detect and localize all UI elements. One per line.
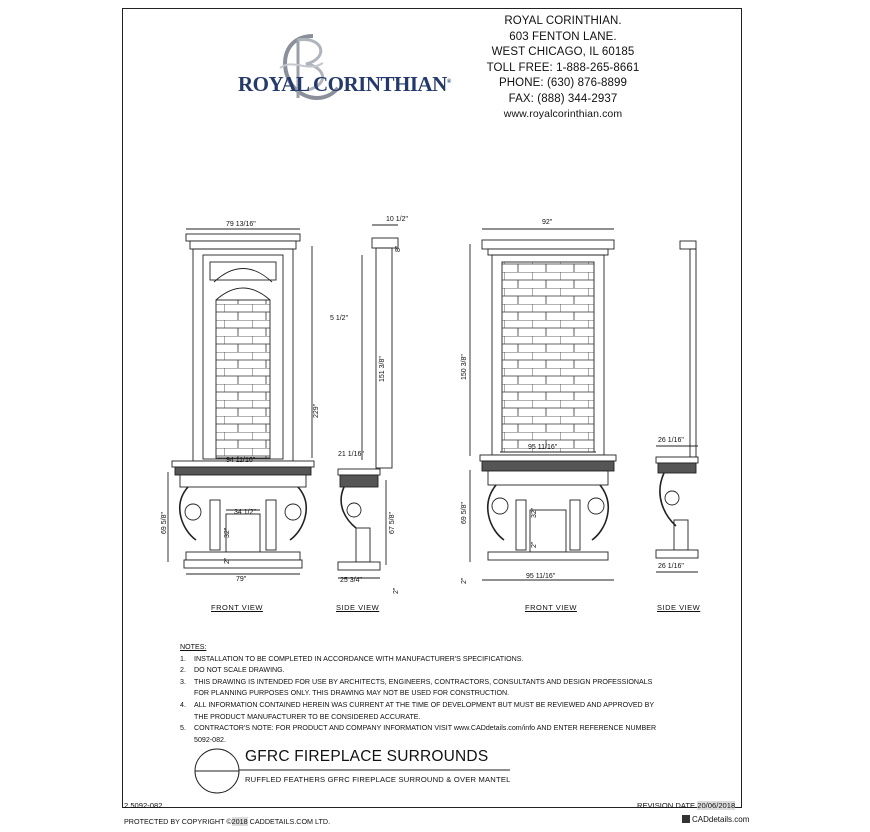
drawing-subtitle: RUFFLED FEATHERS GFRC FIREPLACE SURROUND… <box>245 775 511 784</box>
dim-v3-lower-height: 69 5/8" <box>461 502 468 524</box>
dim-v2-projection: 5 1/2" <box>330 315 349 322</box>
caddetails-logo-icon <box>682 815 690 823</box>
dim-v3-base-width: 95 11/16" <box>526 573 556 580</box>
dim-v2-base-height: 2" <box>393 587 400 594</box>
dim-v2-overmantel: 151 3/8" <box>379 356 386 382</box>
dim-v1-hearth: 2" <box>224 557 231 564</box>
notes-header: NOTES: <box>180 643 207 651</box>
notes-block: NOTES: 1.INSTALLATION TO BE COMPLETED IN… <box>180 642 660 746</box>
reference-number: 2 5092-082 <box>124 801 163 810</box>
logo-wordmark: ROYAL CORINTHIAN® <box>238 72 451 96</box>
technical-drawings: 79 13/16" 229" 94 11/16" 69 5/8" 34 1/2"… <box>161 216 699 594</box>
revision-date: REVISION DATE 20/06/2018 <box>637 801 736 810</box>
dim-v3-base-height: 2" <box>461 577 468 584</box>
dim-v1-height: 229" <box>313 403 320 418</box>
company-website: www.royalcorinthian.com <box>503 108 623 120</box>
label-front-view-2: FRONT VIEW <box>525 603 577 612</box>
dim-v1-top-width: 79 13/16" <box>226 221 256 228</box>
dim-v2-lower-height: 67 5/8" <box>389 512 396 534</box>
company-info: ROYAL CORINTHIAN. 603 FENTON LANE. WEST … <box>458 14 668 123</box>
dim-v3-overmantel: 150 3/8" <box>461 354 468 380</box>
dim-v1-shelf: 94 11/16" <box>226 457 256 464</box>
label-side-view-1: SIDE VIEW <box>336 603 380 612</box>
title-block-lines <box>194 748 510 794</box>
company-fax: FAX: (888) 344-2937 <box>508 92 618 105</box>
dim-v2-cap: 8" <box>395 245 402 252</box>
drawing-sheet-border <box>122 8 742 808</box>
company-address: 603 FENTON LANE. <box>509 30 617 43</box>
dim-v3-top-width: 92" <box>542 219 553 226</box>
dim-v2-base-depth: 25 3/4" <box>340 577 362 584</box>
front-view-1 <box>167 228 315 575</box>
copyright-notice: PROTECTED BY COPYRIGHT ©2018 CADDETAILS.… <box>124 817 331 826</box>
dim-v2-depth-top: 10 1/2" <box>386 216 408 223</box>
company-name: ROYAL CORINTHIAN. <box>504 15 622 27</box>
side-view-1 <box>337 224 399 579</box>
dim-v3-hearth: 2" <box>531 541 538 548</box>
note-item: 4.ALL INFORMATION CONTAINED HEREIN WAS C… <box>180 700 654 721</box>
caddetails-brand: CADdetails.com <box>682 815 749 824</box>
company-city: WEST CHICAGO, IL 60185 <box>491 46 635 58</box>
dim-v1-opening-width: 34 1/2" <box>234 509 256 516</box>
note-item: 5.CONTRACTOR'S NOTE: FOR PRODUCT AND COM… <box>180 724 657 744</box>
drawing-title: GFRC FIREPLACE SURROUNDS <box>245 748 489 765</box>
dim-v1-opening-height: 32" <box>224 527 231 538</box>
note-item: 3.THIS DRAWING IS INTENDED FOR USE BY AR… <box>180 677 653 698</box>
note-item: 2.DO NOT SCALE DRAWING. <box>180 666 285 675</box>
dim-v1-lower-height: 69 5/8" <box>161 512 168 534</box>
dim-v4-base-depth: 26 1/16" <box>658 563 684 570</box>
dim-v2-shelf-depth: 21 1/16" <box>338 451 364 458</box>
label-side-view-2: SIDE VIEW <box>657 603 701 612</box>
note-item: 1.INSTALLATION TO BE COMPLETED IN ACCORD… <box>180 654 524 663</box>
front-view-2 <box>469 228 617 581</box>
side-view-2 <box>655 240 699 573</box>
label-front-view-1: FRONT VIEW <box>211 603 263 612</box>
dim-v4-shelf-depth: 26 1/16" <box>658 437 684 444</box>
dim-v3-shelf: 95 11/16" <box>528 444 558 451</box>
company-phone: PHONE: (630) 876-8899 <box>498 77 628 89</box>
logo-monogram-icon <box>279 34 340 100</box>
dim-v3-opening-height: 32" <box>531 507 538 518</box>
company-toll-free: TOLL FREE: 1-888-265-8661 <box>486 61 640 74</box>
dim-v1-base-width: 79" <box>236 576 247 583</box>
